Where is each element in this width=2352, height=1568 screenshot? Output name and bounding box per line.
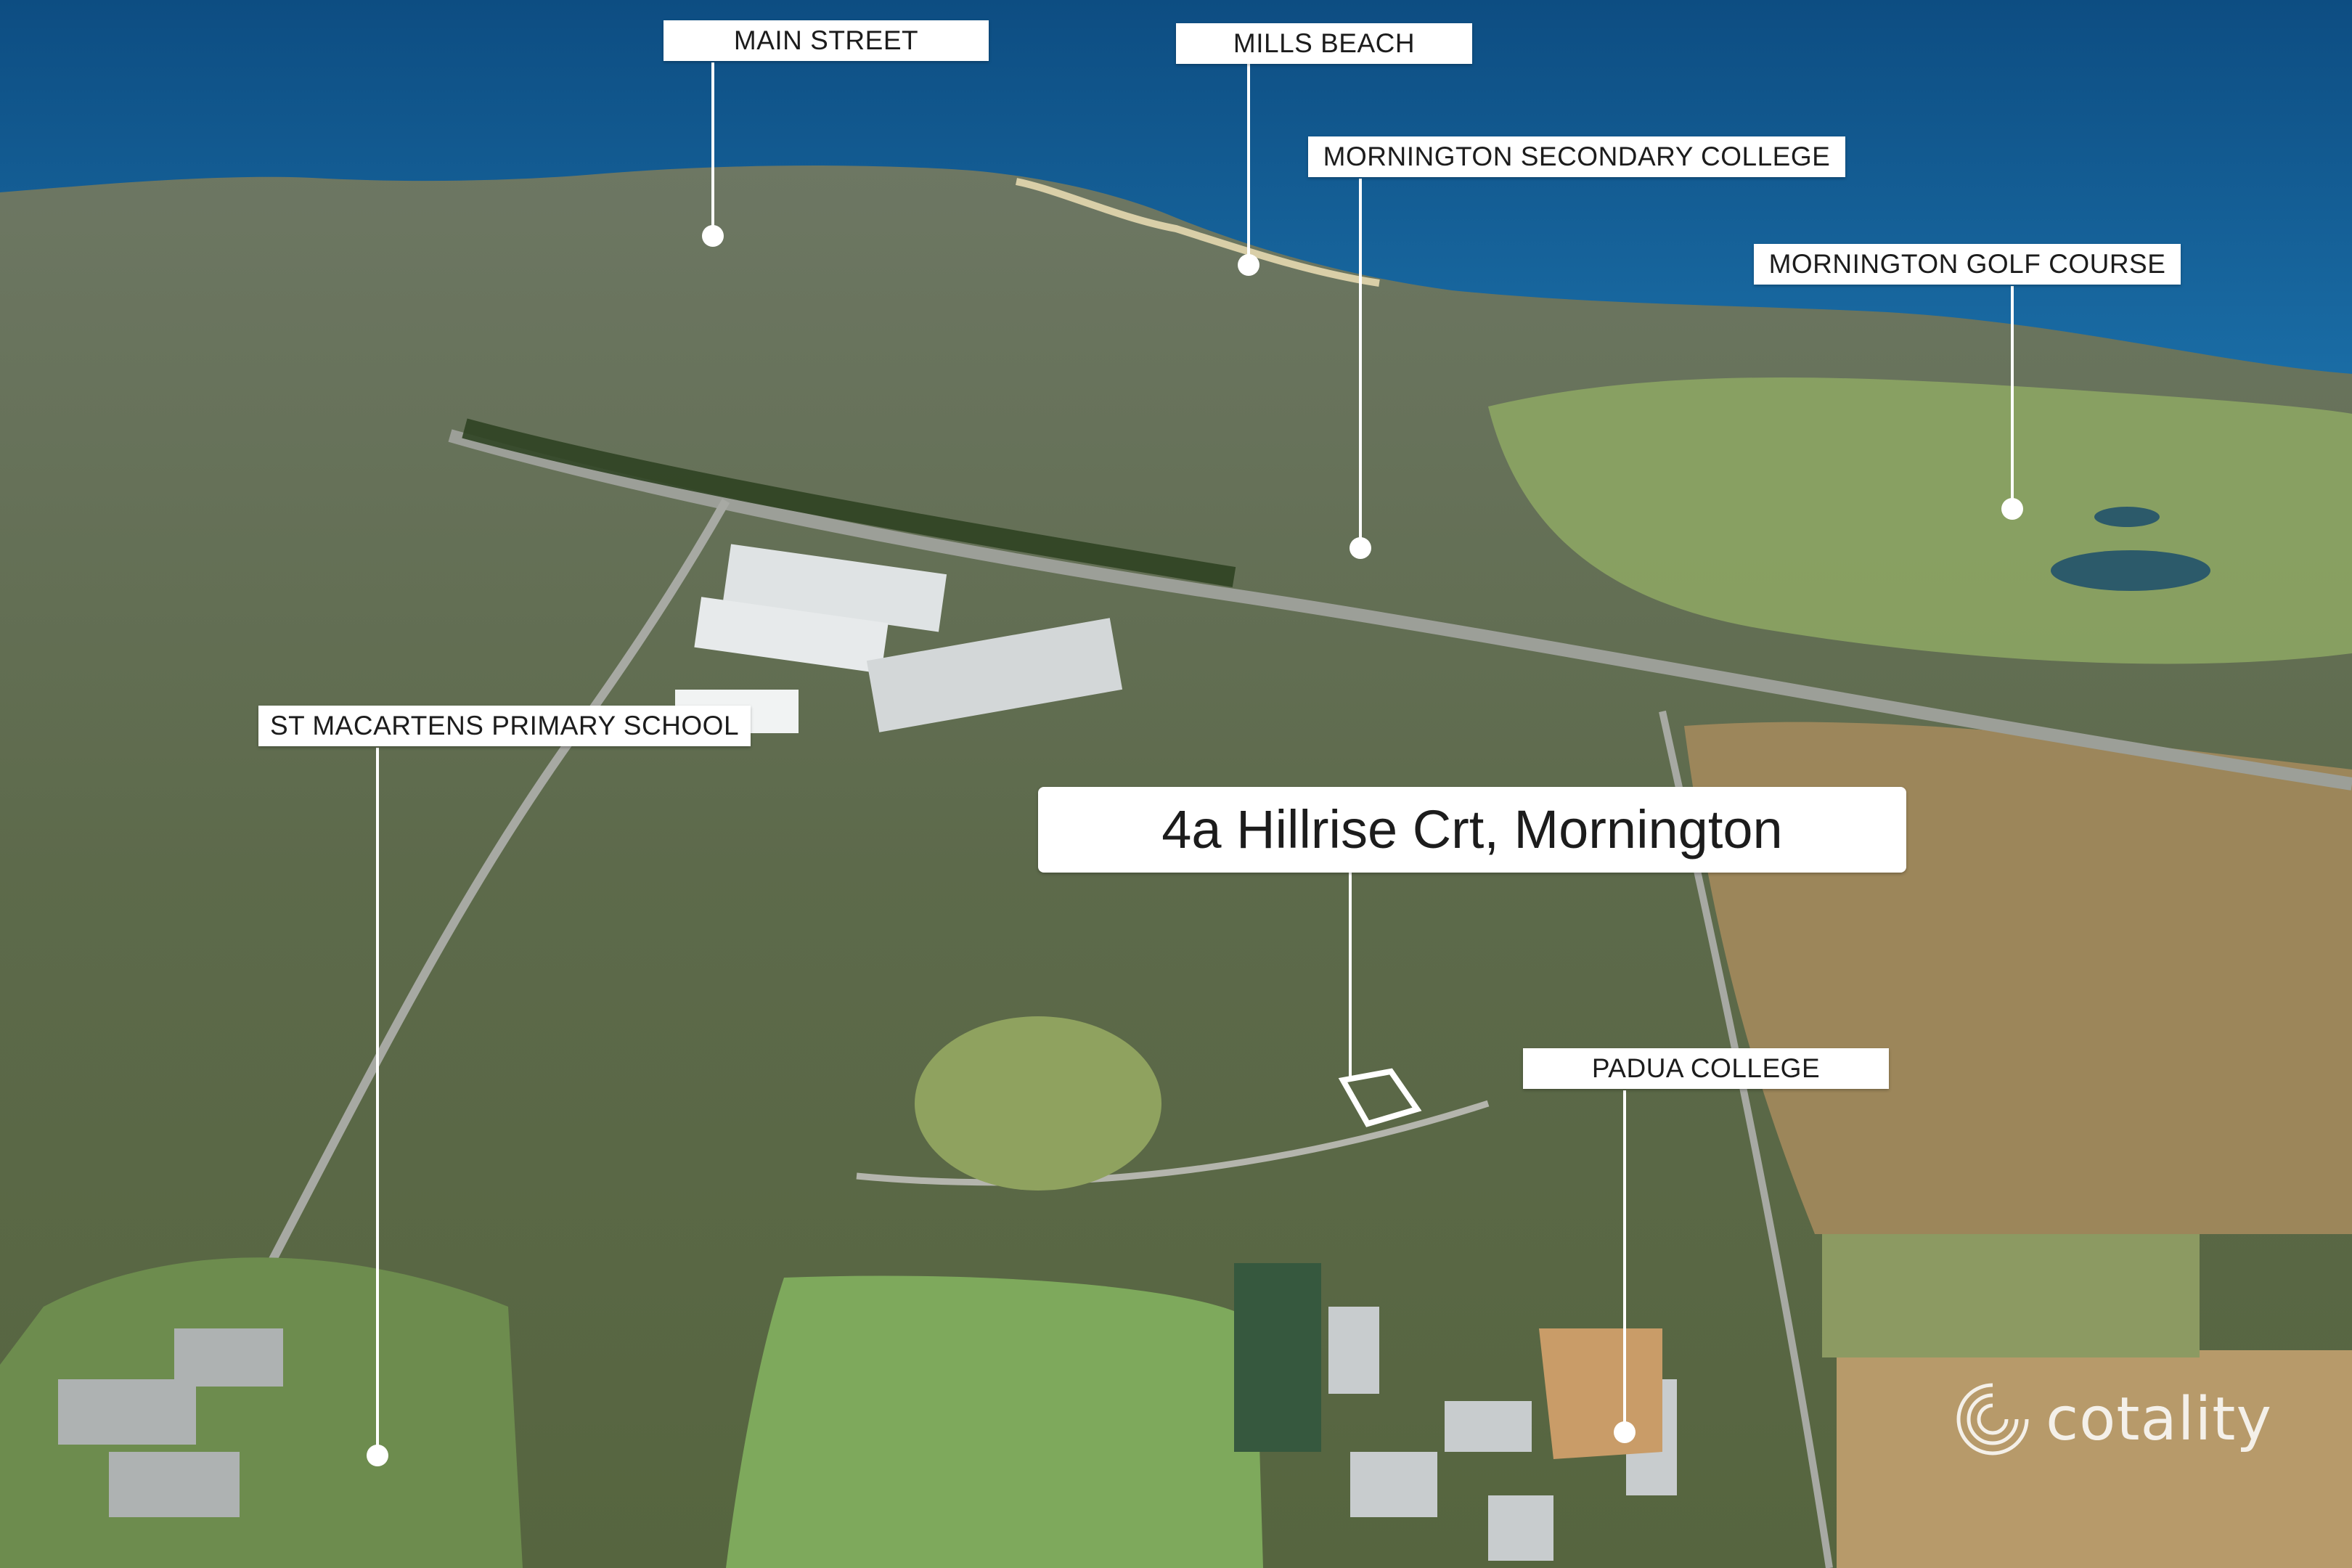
mills-beach-leader	[1247, 62, 1250, 266]
padua-college-leader	[1623, 1090, 1626, 1432]
cotality-logo-icon	[1956, 1383, 2029, 1455]
main-street-pin	[702, 225, 724, 247]
industrial-roof	[866, 618, 1123, 732]
st-macartens-primary-school-leader	[376, 748, 379, 1459]
mills-beach-label: MILLS BEACH	[1176, 23, 1472, 64]
mornington-secondary-college-pin	[1349, 537, 1371, 559]
st-macartens-buildings	[58, 1328, 283, 1517]
mills-beach-pin	[1238, 254, 1259, 276]
golf-lake-small	[2094, 507, 2160, 527]
cotality-watermark: cotality	[1953, 1379, 2272, 1459]
shopping-centre-roof-2	[694, 597, 889, 674]
golf-lake	[2051, 550, 2210, 591]
main-street-label: MAIN STREET	[663, 20, 989, 61]
padua-college-pin	[1614, 1421, 1636, 1443]
beach	[1016, 178, 1380, 287]
freeway-trees	[462, 418, 1236, 587]
main-street-leader	[711, 62, 714, 237]
tennis-courts	[1234, 1263, 1321, 1452]
reserve-oval	[915, 1016, 1161, 1191]
mornington-golf-course-label: MORNINGTON GOLF COURSE	[1754, 244, 2181, 285]
crescent-road	[856, 1100, 1490, 1186]
mornington-golf-course-leader	[2011, 286, 2014, 508]
sports-oval	[726, 1275, 1263, 1568]
subject-property-label: 4a Hillrise Crt, Mornington	[1038, 787, 1906, 873]
paddock-field	[1822, 1234, 2200, 1357]
mornington-secondary-college-leader	[1359, 179, 1362, 549]
mornington-golf-course-pin	[2001, 498, 2023, 520]
st-macartens-primary-school-label: ST MACARTENS PRIMARY SCHOOL	[258, 706, 751, 746]
padua-excavation	[1539, 1328, 1662, 1459]
golf-course	[1488, 377, 2352, 664]
cotality-wordmark: cotality	[2046, 1384, 2272, 1454]
subject-property-leader	[1349, 873, 1352, 1077]
padua-college-label: PADUA COLLEGE	[1523, 1048, 1889, 1089]
freeway	[448, 429, 2352, 791]
st-macartens-primary-school-pin	[367, 1445, 388, 1466]
mornington-secondary-college-label: MORNINGTON SECONDARY COLLEGE	[1308, 136, 1845, 177]
arterial-road	[213, 499, 730, 1367]
subject-property-outline	[1338, 1068, 1422, 1127]
shopping-centre-roof	[722, 544, 947, 632]
paddock-south-east	[1837, 1350, 2352, 1568]
